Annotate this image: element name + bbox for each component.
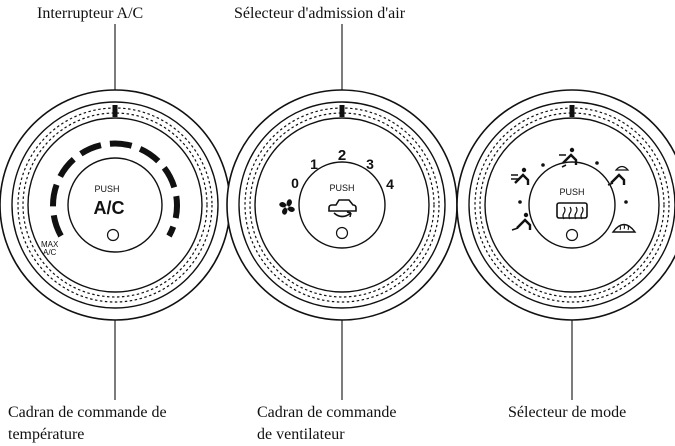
fan-dial-label-line2: de ventilateur	[257, 426, 345, 443]
air-recirculation-icon	[328, 199, 357, 218]
rear-defroster-indicator-light	[565, 228, 579, 242]
temperature-dial-label-line2: température	[8, 426, 85, 443]
fan-speed-4: 4	[386, 176, 394, 192]
vent-face-icon	[511, 167, 530, 185]
ac-switch-button[interactable]	[67, 157, 163, 253]
air-intake-indicator-light	[335, 226, 349, 240]
fan-push-text: PUSH	[329, 183, 354, 193]
air-intake-selector-button[interactable]	[298, 161, 386, 249]
max-ac-text-bottom: A/C	[43, 248, 57, 257]
floor-defrost-icon	[607, 165, 630, 186]
fan-speed-3: 3	[366, 156, 374, 172]
fan-icon	[279, 199, 295, 215]
fan-dial[interactable]: 0 1 2 3 4 PUSH	[226, 89, 458, 321]
temperature-scale-arc	[50, 140, 180, 238]
temperature-dial[interactable]: PUSH A/C MAX A/C	[0, 89, 231, 321]
ac-indicator-light	[106, 228, 120, 242]
fan-speed-0: 0	[291, 175, 299, 191]
mode-push-text: PUSH	[559, 187, 584, 197]
max-ac-text-top: MAX	[41, 240, 59, 249]
floor-icon	[511, 212, 532, 231]
fan-dial-label-line1: Cadran de commande	[257, 404, 397, 421]
mode-dial[interactable]: PUSH	[456, 89, 675, 321]
mode-selector-label: Sélecteur de mode	[508, 404, 627, 421]
windshield-defrost-icon	[611, 223, 637, 233]
bi-level-icon	[559, 147, 578, 168]
fan-speed-1: 1	[310, 156, 318, 172]
ac-button-text: A/C	[94, 198, 125, 218]
temperature-dial-label-line1: Cadran de commande de	[8, 404, 167, 421]
fan-speed-2: 2	[338, 147, 346, 164]
ac-switch-label: Interrupteur A/C	[37, 5, 144, 22]
ac-push-text: PUSH	[94, 184, 119, 194]
rear-defroster-icon	[556, 202, 588, 220]
air-intake-selector-label: Sélecteur d'admission d'air	[234, 5, 406, 22]
